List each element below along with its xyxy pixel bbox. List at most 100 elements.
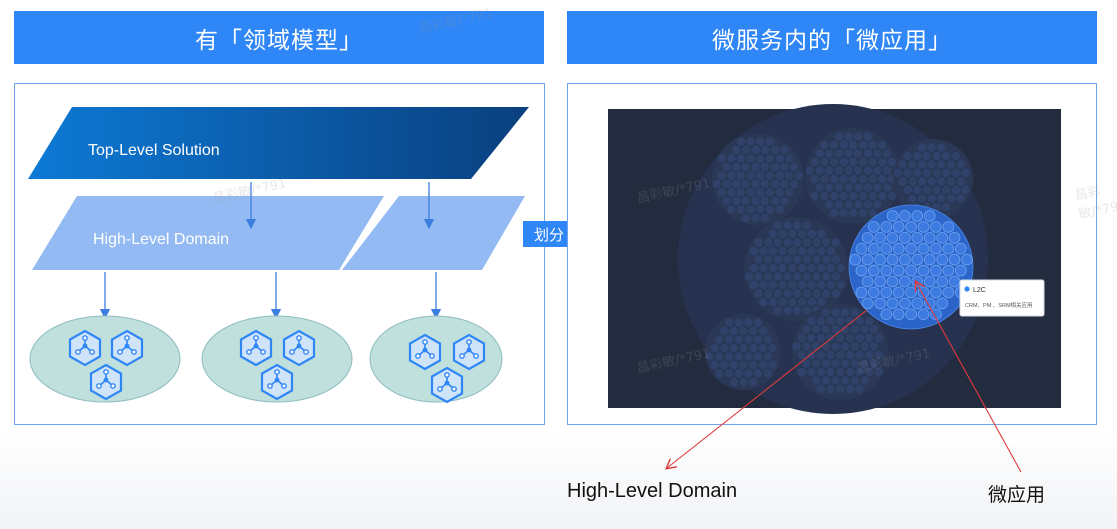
micro-app-dot — [765, 188, 775, 197]
micro-app-dot — [878, 157, 887, 167]
micro-app-dot — [946, 177, 956, 186]
micro-app-dot — [886, 297, 899, 310]
micro-app-dot — [775, 154, 784, 163]
micro-app-dot — [734, 369, 743, 378]
micro-app-dot — [821, 272, 831, 281]
micro-app-dot — [831, 238, 840, 247]
micro-app-dot — [812, 238, 821, 247]
micro-app-dot — [797, 333, 806, 343]
micro-app-dot — [749, 343, 758, 353]
high-level-domain-label: High-Level Domain — [93, 231, 229, 248]
micro-app-dot — [820, 140, 829, 150]
micro-app-dot — [840, 308, 850, 317]
micro-app-dot — [932, 185, 941, 195]
micro-app-dot — [853, 183, 863, 192]
micro-app-dot — [729, 377, 739, 387]
micro-app-dot — [850, 359, 859, 368]
micro-app-dot — [797, 246, 807, 256]
micro-app-dot — [923, 210, 936, 222]
micro-app-dot — [746, 137, 755, 146]
micro-app-dot — [829, 208, 839, 218]
micro-app-dot — [717, 154, 726, 163]
micro-app-dot — [860, 325, 869, 334]
top-level-solution-label: Top-Level Solution — [88, 142, 220, 159]
micro-app-dot — [849, 174, 858, 184]
micro-app-dot — [849, 140, 858, 150]
micro-app-dot — [816, 316, 826, 326]
micro-app-dot — [858, 191, 868, 201]
micro-app-dot — [863, 166, 872, 175]
micro-app-dot — [820, 157, 829, 167]
micro-app-dot — [956, 177, 965, 186]
micro-app-dot — [768, 280, 778, 290]
micro-app-dot — [951, 151, 960, 161]
micro-app-dot — [911, 210, 924, 222]
micro-app-dot — [861, 297, 874, 310]
micro-app-dot — [882, 183, 892, 192]
micro-app-dot — [903, 168, 912, 178]
micro-app-dot — [892, 286, 905, 299]
micro-app-dot — [756, 137, 765, 146]
micro-app-dot — [905, 308, 917, 321]
micro-app-dot — [850, 308, 859, 317]
micro-app-dot — [892, 264, 905, 277]
micro-app-dot — [834, 132, 843, 141]
micro-app-dot — [732, 179, 741, 189]
micro-app-dot — [778, 263, 787, 273]
micro-app-dot — [815, 166, 824, 175]
micro-app-dot — [792, 272, 802, 281]
micro-app-dot — [840, 325, 850, 334]
micro-app-dot — [759, 297, 768, 307]
micro-app-dot — [773, 272, 782, 281]
micro-app-dot — [829, 140, 839, 150]
micro-app-dot — [839, 157, 848, 167]
micro-app-dot — [760, 162, 770, 172]
micro-app-dot — [773, 221, 782, 230]
micro-app-dot — [892, 308, 905, 321]
micro-app-dot — [807, 280, 816, 290]
micro-app-dot — [727, 154, 736, 163]
micro-app-dot — [956, 194, 965, 203]
micro-app-dot — [734, 318, 743, 327]
micro-app-dot — [874, 367, 884, 377]
micro-app-dot — [810, 174, 819, 184]
micro-app-dot — [886, 253, 899, 266]
micro-app-dot — [764, 238, 773, 247]
micro-app-dot — [831, 289, 840, 298]
micro-app-dot — [744, 272, 753, 281]
micro-app-dot — [710, 343, 719, 353]
micro-app-dot — [923, 297, 936, 310]
micro-app-dot — [715, 335, 724, 344]
micro-app-dot — [911, 253, 924, 266]
micro-app-dot — [773, 306, 782, 315]
micro-app-dot — [729, 326, 739, 336]
micro-app-dot — [839, 208, 848, 218]
micro-app-dot — [913, 168, 922, 178]
micro-app-dot — [825, 200, 834, 209]
micro-app-dot — [765, 154, 775, 163]
micro-app-dot — [874, 253, 886, 266]
micro-app-dot — [821, 325, 830, 334]
micro-app-dot — [936, 232, 949, 244]
micro-app-dot — [930, 286, 942, 299]
micro-app-dot — [839, 140, 848, 150]
micro-app-dot — [937, 160, 946, 169]
micro-app-dot — [727, 205, 736, 214]
micro-app-dot — [954, 242, 967, 255]
micro-app-dot — [868, 157, 877, 167]
micro-app-dot — [746, 171, 755, 180]
micro-app-dot — [880, 286, 893, 299]
micro-app-dot — [942, 242, 955, 255]
micro-app-dot — [905, 242, 917, 255]
micro-app-dot — [831, 308, 840, 317]
micro-app-dot — [942, 286, 955, 299]
micro-app-dot — [751, 196, 760, 206]
micro-app-dot — [850, 376, 859, 385]
micro-app-dot — [936, 297, 949, 310]
micro-app-dot — [844, 200, 853, 209]
micro-app-dot — [744, 318, 753, 327]
micro-app-dot — [899, 297, 911, 310]
micro-app-dot — [770, 162, 779, 172]
micro-app-dot — [878, 174, 887, 184]
micro-app-dot — [927, 143, 936, 152]
